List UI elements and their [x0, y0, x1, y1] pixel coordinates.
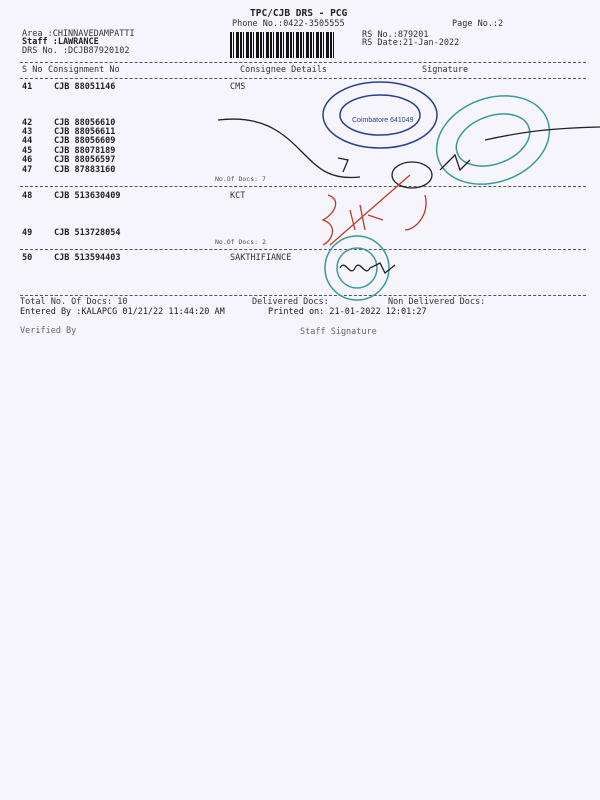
divider: [20, 78, 586, 79]
row-sno: 41: [22, 82, 33, 92]
row-sno: 46: [22, 155, 33, 165]
group-total: No.Of Docs: 2: [215, 238, 266, 246]
staff-signature-label: Staff Signature: [300, 327, 377, 337]
verified-by: Verified By: [20, 326, 77, 336]
total-docs: Total No. Of Docs: 10: [20, 297, 128, 307]
page-number: Page No.:2: [452, 19, 504, 29]
non-delivered-docs: Non Delivered Docs:: [388, 297, 486, 307]
printed-on: Printed on: 21-01-2022 12:01:27: [268, 307, 427, 317]
rs-date: RS Date:21-Jan-2022: [362, 38, 460, 48]
row-sno: 44: [22, 136, 33, 146]
sakthi-stamp: [324, 235, 390, 301]
col-consignment: Consignment No: [48, 65, 120, 75]
red-signature: [321, 174, 427, 246]
rs-number: RS No.:879201: [362, 30, 429, 40]
document-title: TPC/CJB DRS - PCG: [250, 8, 348, 19]
coe-stamp: Coimbatore 641049: [322, 81, 438, 149]
row-sno: 47: [22, 165, 33, 175]
row-consignee: KCT: [230, 191, 246, 201]
row-sno: 43: [22, 127, 33, 137]
row-consignment-no: CJB 513594403: [54, 253, 121, 263]
row-sno: 48: [22, 191, 33, 201]
row-consignment-no: CJB 513630409: [54, 191, 121, 201]
row-consignment-no: CJB 88056609: [54, 136, 116, 146]
row-consignment-no: CJB 88056611: [54, 127, 116, 137]
row-consignment-no: CJB 88056610: [54, 118, 116, 128]
divider: [20, 249, 586, 250]
row-consignment-no: CJB 87883160: [54, 165, 116, 175]
row-sno: 50: [22, 253, 33, 263]
col-signature: Signature: [422, 65, 469, 75]
area: Area :CHINNAVEDAMPATTI: [22, 29, 135, 39]
phone-number: Phone No.:0422-3505555: [232, 19, 345, 29]
row-consignment-no: CJB 88051146: [54, 82, 116, 92]
row-consignment-no: CJB 88078189: [54, 146, 116, 156]
row-consignment-no: CJB 88056597: [54, 155, 116, 165]
entered-by: Entered By :KALAPCG 01/21/22 11:44:20 AM: [20, 307, 225, 317]
svg-text:Coimbatore 641049: Coimbatore 641049: [352, 117, 414, 124]
col-sno: S No: [22, 65, 43, 75]
delivered-docs: Delivered Docs:: [252, 297, 329, 307]
row-consignee: CMS: [230, 82, 246, 92]
drs-number: DRS No. :DCJB87920102: [22, 46, 130, 56]
row-consignment-no: CJB 513728054: [54, 228, 121, 238]
cms-stamp: [435, 95, 551, 185]
signatures: [217, 118, 600, 275]
divider: [20, 295, 586, 296]
row-sno: 45: [22, 146, 33, 156]
divider: [20, 62, 586, 63]
col-consignee: Consignee Details: [240, 65, 327, 75]
barcode: [230, 32, 335, 58]
row-consignee: SAKTHIFIANCE: [230, 253, 292, 263]
divider: [20, 186, 586, 187]
staff: Staff :LAWRANCE: [22, 37, 99, 47]
row-sno: 42: [22, 118, 33, 128]
group-total: No.Of Docs: 7: [215, 175, 266, 183]
row-sno: 49: [22, 228, 33, 238]
